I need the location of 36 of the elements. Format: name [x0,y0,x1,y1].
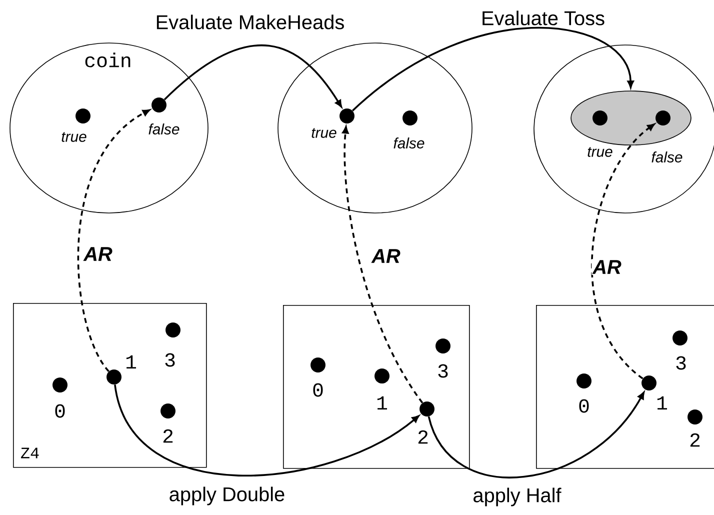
curved-arrow [352,26,634,112]
point-label: 1 [657,396,667,410]
point-label: 2 [163,429,173,443]
point-label: false [652,152,682,162]
point-label: 3 [676,356,686,370]
shaded-ellipse [570,90,692,146]
edge-label: apply Double [168,486,286,506]
curved-arrow [114,384,420,476]
set-box [536,305,714,469]
point-label: 3 [165,353,175,367]
point-label: 0 [313,383,323,397]
curved-arrow [428,392,644,478]
edge-label: AR [82,246,114,262]
point-label: false [394,138,424,148]
point-label: 3 [438,364,448,378]
edge-label: apply Half [472,486,562,508]
point-label: 0 [55,404,65,418]
dashed-arrow [591,124,655,380]
dashed-arrow [78,109,150,372]
edge-label: AR [592,259,622,275]
point-label: 2 [418,430,428,444]
set-box [283,305,470,469]
dashed-arrow [342,126,424,404]
point-label: false [148,124,180,134]
point-label: 1 [377,396,387,410]
point-label: true [312,128,336,138]
point-label: 0 [579,399,589,413]
edge-label: AR [370,248,402,264]
point-label: 2 [690,433,700,447]
point-label: true [62,132,86,142]
curved-arrow [164,44,342,108]
edge-label: Evaluate MakeHeads [154,14,346,30]
point-label: true [588,147,612,157]
point-label: 1 [126,355,136,369]
edge-label: Evaluate Toss [480,10,606,26]
set-ellipse [278,42,472,214]
